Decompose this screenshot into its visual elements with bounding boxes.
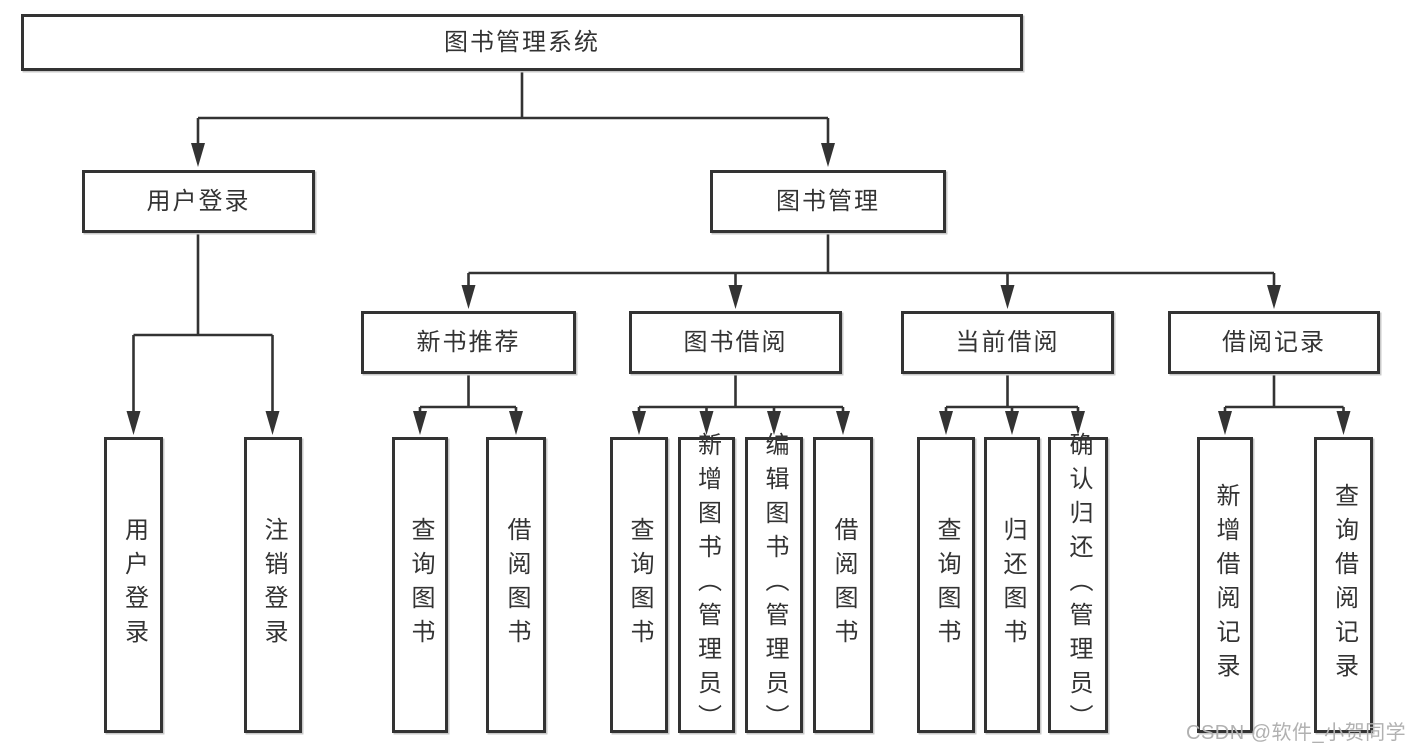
leaf-user-login-label: 用户登录 [120, 517, 148, 653]
node-root-system: 图书管理系统 [21, 14, 1023, 71]
leaf-add-books-admin: 新增图书（管理员） [678, 432, 735, 738]
leaf-current-query-books-label: 查询图书 [933, 517, 960, 653]
leaf-confirm-return-admin-label: 确认归还（管理员） [1065, 432, 1092, 738]
connector-root-to-level2 [191, 71, 835, 167]
leaf-rec-borrow-books: 借阅图书 [486, 437, 546, 733]
leaf-query-borrow-record: 查询借阅记录 [1314, 437, 1373, 733]
connector-borrow-record-children [1218, 374, 1351, 435]
csdn-watermark: CSDN @软件_小贺同学 [1186, 722, 1405, 744]
connector-user-login-children [126, 233, 280, 435]
leaf-logout-label: 注销登录 [260, 517, 287, 653]
leaf-current-query-books: 查询图书 [917, 437, 975, 733]
leaf-logout: 注销登录 [244, 437, 302, 733]
leaf-borrow-query-books-label: 查询图书 [626, 517, 653, 653]
node-new-book-rec: 新书推荐 [361, 311, 576, 374]
leaf-rec-query-books: 查询图书 [392, 437, 448, 733]
leaf-return-books-label: 归还图书 [999, 517, 1026, 653]
node-new-book-rec-label: 新书推荐 [416, 328, 521, 356]
leaf-add-borrow-record: 新增借阅记录 [1197, 437, 1253, 733]
connector-new-book-rec-children [413, 374, 523, 435]
node-user-login-label: 用户登录 [146, 187, 251, 215]
leaf-query-borrow-record-label: 查询借阅记录 [1330, 483, 1358, 687]
node-book-borrow: 图书借阅 [629, 311, 842, 374]
leaf-borrow-query-books: 查询图书 [610, 437, 668, 733]
connector-book-borrow-children [632, 374, 850, 435]
leaf-user-login: 用户登录 [104, 437, 163, 733]
leaf-borrow-books: 借阅图书 [813, 437, 873, 733]
node-current-borrow-label: 当前借阅 [955, 328, 1060, 356]
leaf-borrow-books-label: 借阅图书 [830, 517, 857, 653]
leaf-edit-books-admin: 编辑图书（管理员） [745, 432, 803, 738]
leaf-add-borrow-record-label: 新增借阅记录 [1212, 483, 1239, 687]
connector-current-borrow-children [939, 374, 1085, 435]
leaf-edit-books-admin-label: 编辑图书（管理员） [761, 432, 788, 738]
leaf-add-books-admin-label: 新增图书（管理员） [693, 432, 721, 738]
node-borrow-record: 借阅记录 [1168, 311, 1380, 374]
leaf-confirm-return-admin: 确认归还（管理员） [1048, 432, 1108, 738]
node-current-borrow: 当前借阅 [901, 311, 1114, 374]
node-borrow-record-label: 借阅记录 [1222, 328, 1326, 356]
connector-book-mgmt-children [461, 233, 1281, 309]
node-book-borrow-label: 图书借阅 [683, 328, 788, 356]
leaf-rec-borrow-books-label: 借阅图书 [503, 517, 530, 653]
node-book-mgmt-label: 图书管理 [776, 187, 880, 215]
node-book-mgmt: 图书管理 [710, 170, 946, 233]
leaf-rec-query-books-label: 查询图书 [407, 517, 434, 653]
node-root-system-label: 图书管理系统 [444, 28, 600, 56]
leaf-return-books: 归还图书 [984, 437, 1040, 733]
node-user-login: 用户登录 [82, 170, 315, 233]
